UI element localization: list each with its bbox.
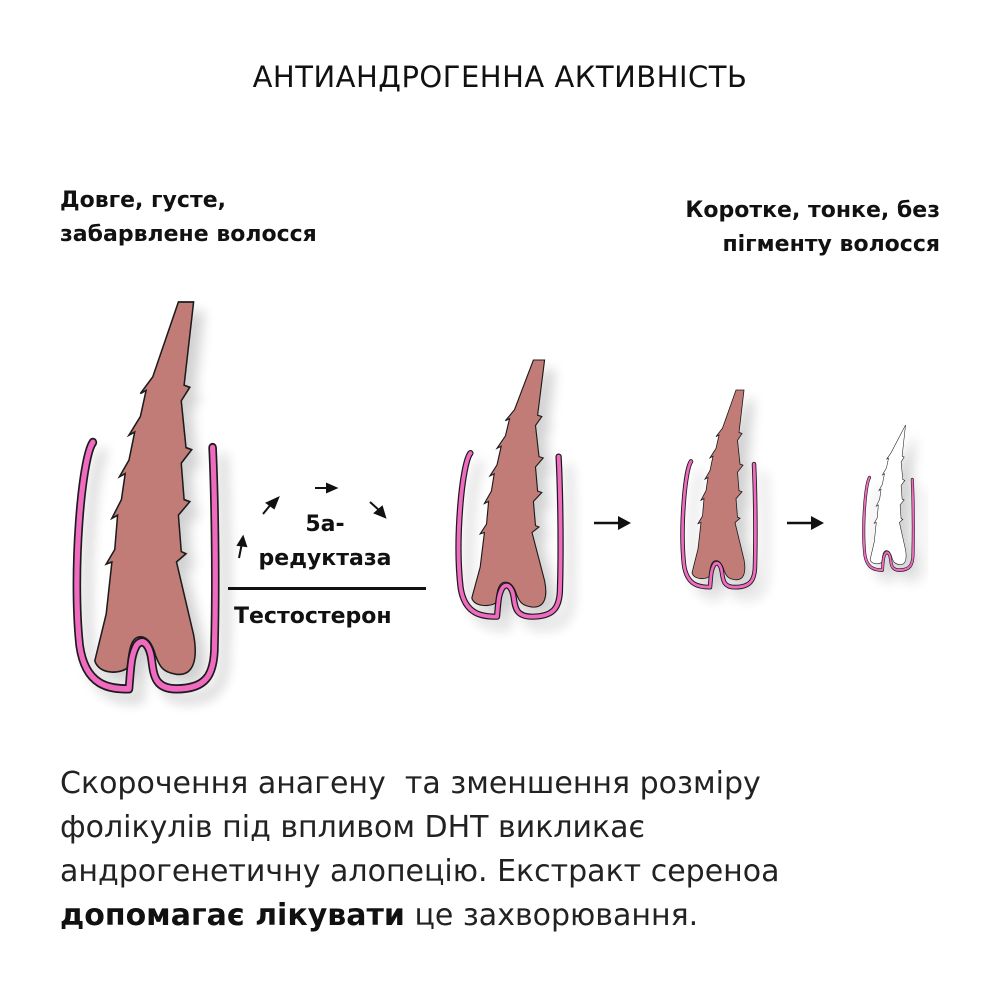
vellus-follicle [861, 423, 916, 572]
arrow-right-icon [787, 516, 824, 530]
enzyme-label: 5а- редуктаза [258, 512, 392, 571]
label-miniaturized-hair: Коротке, тонке, без пігменту волосся [685, 198, 940, 257]
arrow-right-icon [594, 516, 631, 530]
description-paragraph: Скорочення анагену та зменшення розміру … [60, 766, 780, 933]
label-healthy-hair: Довге, густе, забарвлене волосся [60, 188, 317, 247]
healthy-follicle [77, 302, 215, 689]
page-title: АНТИАНДРОГЕННА АКТИВНІСТЬ [252, 60, 748, 94]
substrate-label: Тестостерон [234, 604, 392, 629]
highlight-text: допомагає лікувати [60, 898, 405, 933]
miniaturizing-follicle-2 [683, 390, 756, 587]
reaction-divider [228, 587, 426, 590]
miniaturizing-follicle-1 [459, 360, 561, 617]
reaction-cycle-arrows [236, 482, 387, 559]
